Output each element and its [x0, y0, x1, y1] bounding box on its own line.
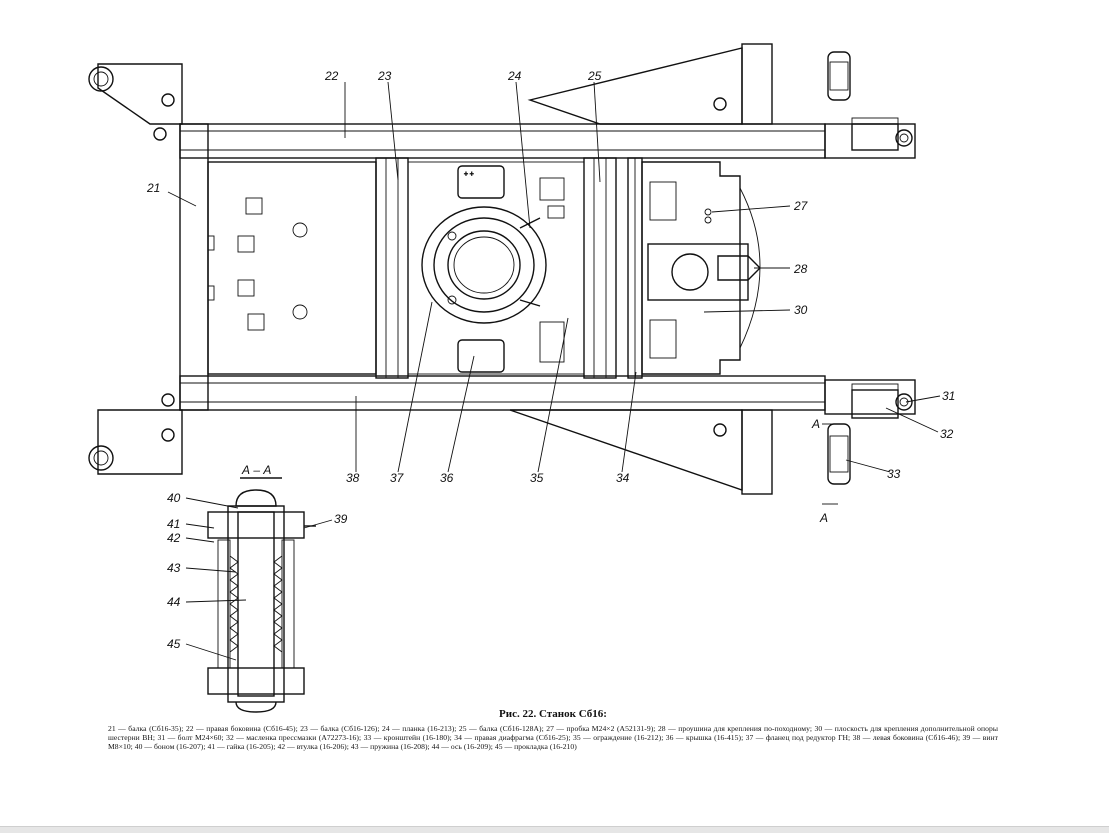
svg-text:+ +: + +	[464, 170, 474, 178]
window-bottom-edge	[0, 826, 1109, 833]
callout-30: 30	[794, 303, 808, 317]
callout-24: 24	[507, 69, 522, 83]
callout-23: 23	[377, 69, 392, 83]
callout-21: 21	[146, 181, 160, 195]
callout-27: 27	[793, 199, 809, 213]
callout-25: 25	[587, 69, 602, 83]
callout-34: 34	[616, 471, 630, 485]
callout-43: 43	[167, 561, 181, 575]
section-mark-top: А	[811, 417, 820, 431]
callout-32: 32	[940, 427, 954, 441]
center-bay: + +	[407, 161, 585, 375]
left-plate	[207, 161, 377, 375]
callout-38: 38	[346, 471, 360, 485]
callout-42: 42	[167, 531, 181, 545]
callout-35: 35	[530, 471, 544, 485]
right-section	[641, 161, 761, 375]
callout-28: 28	[793, 262, 808, 276]
right-brackets	[509, 43, 916, 495]
figure-caption: Рис. 22. Станок Сб16: 21 — балка (Сб16-3…	[108, 708, 998, 752]
leader-lines	[167, 81, 941, 661]
callout-37: 37	[390, 471, 405, 485]
beam-23	[375, 157, 409, 379]
section-a-a	[207, 477, 316, 713]
callout-31: 31	[942, 389, 955, 403]
callout-22: 22	[324, 69, 339, 83]
callout-45: 45	[167, 637, 181, 651]
caption-body: 21 — балка (Сб16-35); 22 — правая бокови…	[108, 724, 998, 752]
callout-44: 44	[167, 595, 181, 609]
callout-40: 40	[167, 491, 181, 505]
callout-41: 41	[167, 517, 180, 531]
caption-title: Рис. 22. Станок Сб16:	[499, 708, 607, 720]
callout-36: 36	[440, 471, 454, 485]
section-mark-bottom: А	[819, 511, 828, 525]
section-title: А – А	[241, 463, 271, 477]
callout-33: 33	[887, 467, 901, 481]
beam-25	[583, 157, 643, 379]
frame	[88, 63, 826, 475]
callout-39: 39	[334, 512, 348, 526]
